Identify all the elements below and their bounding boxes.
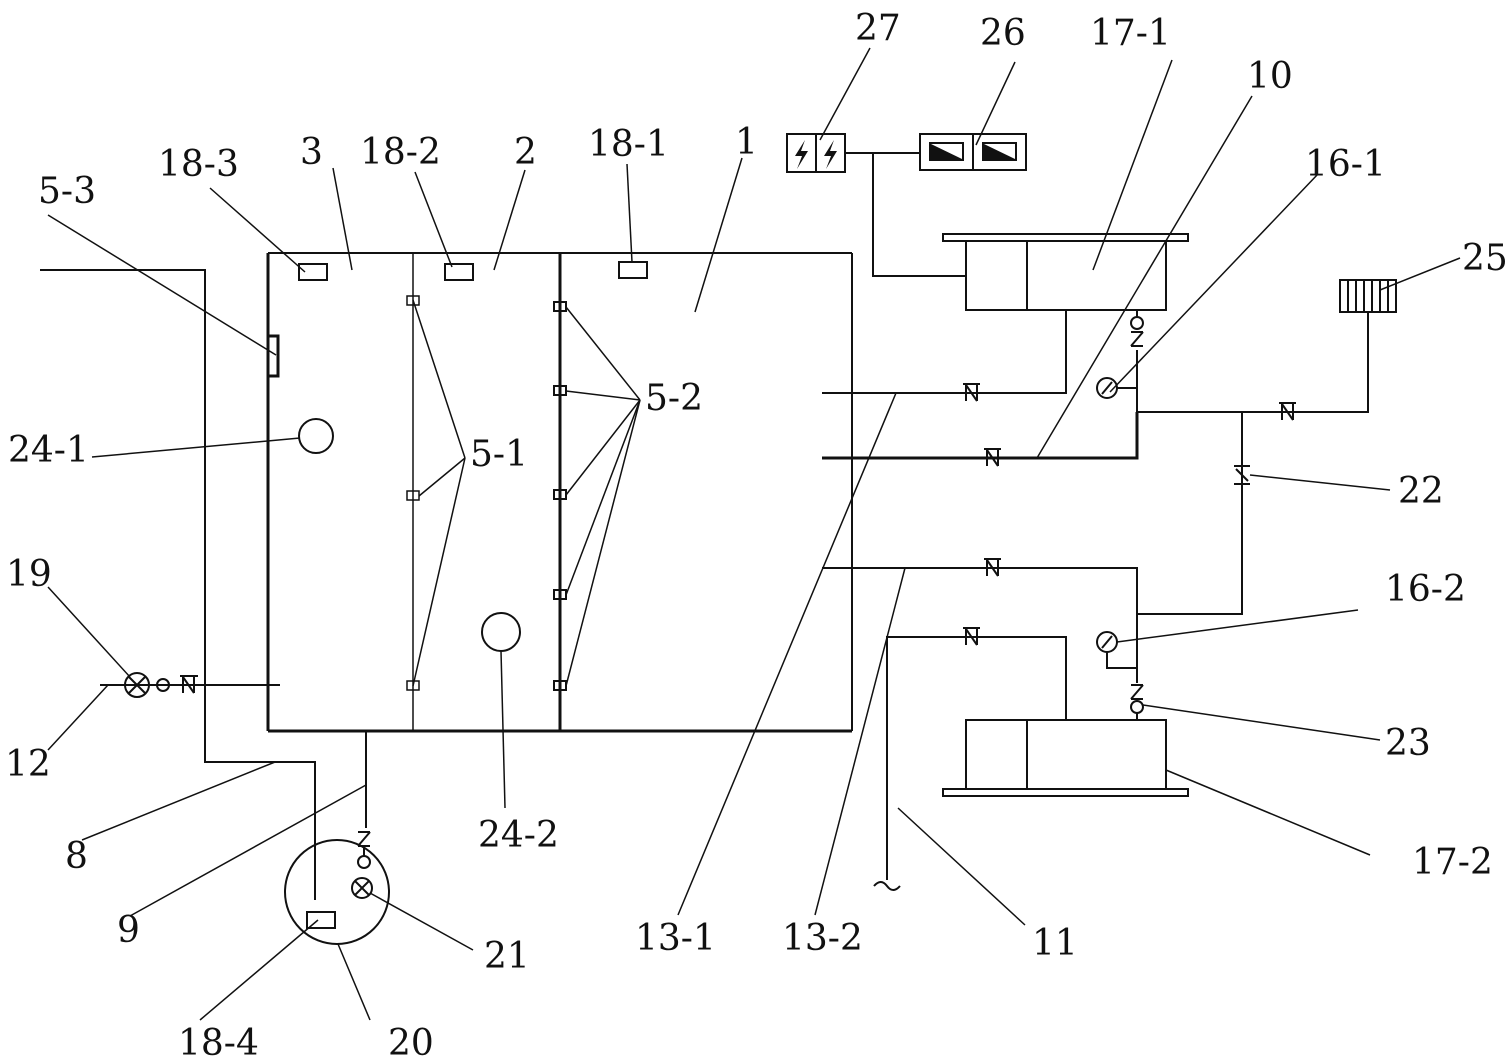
label-16-1: 16-1 — [1305, 144, 1386, 185]
pipe-22 — [1137, 412, 1243, 615]
label-11: 11 — [1032, 923, 1078, 964]
leader-lines — [47, 47, 1461, 1021]
label-18-2: 18-2 — [360, 132, 441, 173]
wire-to-17-1 — [872, 153, 966, 277]
radiator-25 — [1339, 279, 1397, 313]
valve-icon — [357, 831, 371, 847]
sensor-18-1 — [618, 261, 648, 279]
pipe-8 — [40, 269, 316, 900]
element-5-3 — [266, 334, 280, 378]
label-10: 10 — [1247, 56, 1293, 97]
label-17-2: 17-2 — [1412, 842, 1493, 883]
label-5-1: 5-1 — [470, 434, 528, 475]
valve-icon — [180, 675, 198, 694]
label-13-2: 13-2 — [782, 918, 863, 959]
valve-icon — [984, 558, 1001, 577]
valve-icon — [963, 383, 980, 402]
label-22: 22 — [1398, 471, 1444, 512]
valve-icon — [1234, 465, 1250, 485]
pipe-13-1-upper — [822, 310, 1067, 394]
pipe-13-2 — [822, 567, 1138, 668]
lamp-21-icon — [351, 877, 373, 899]
label-8: 8 — [65, 836, 88, 877]
pipe-25 — [1137, 312, 1369, 413]
valve-icon — [1130, 331, 1144, 347]
lamp-19-icon — [124, 672, 150, 698]
label-5-3: 5-3 — [38, 171, 96, 212]
label-12: 12 — [5, 744, 51, 785]
label-21: 21 — [484, 936, 530, 977]
indicator-26 — [919, 133, 1027, 171]
main-tank — [266, 252, 853, 733]
label-1: 1 — [735, 122, 758, 163]
valve-icon — [1279, 402, 1296, 421]
unit-17-2 — [942, 719, 1189, 797]
label-3: 3 — [300, 132, 323, 173]
label-20: 20 — [388, 1023, 434, 1063]
unit-17-1 — [942, 233, 1189, 311]
label-5-2: 5-2 — [645, 378, 703, 419]
label-9: 9 — [117, 910, 140, 951]
sensor-18-4 — [306, 911, 336, 929]
valve-icon — [1130, 684, 1144, 700]
valve-icon — [963, 627, 980, 646]
label-24-2: 24-2 — [478, 815, 559, 856]
lightning-bolt-icon — [824, 140, 837, 169]
label-2: 2 — [514, 132, 537, 173]
label-17-1: 17-1 — [1090, 13, 1171, 54]
triangle-panel-icon — [984, 144, 1015, 159]
pipe-11 — [886, 636, 1067, 880]
label-18-4: 18-4 — [178, 1023, 259, 1063]
pipe-10 — [822, 412, 1139, 460]
label-24-1: 24-1 — [8, 430, 89, 471]
label-25: 25 — [1462, 238, 1508, 279]
check-valve-icon — [156, 678, 170, 692]
labels: 27 26 17-1 10 16-1 25 18-1 1 2 18-2 3 18… — [5, 8, 1508, 1063]
label-27: 27 — [855, 8, 901, 49]
port-24-1 — [298, 418, 334, 454]
check-valve-icon — [1130, 316, 1144, 330]
label-23: 23 — [1385, 723, 1431, 764]
break-mark-icon — [873, 881, 901, 891]
power-switch-27 — [786, 133, 846, 173]
check-valve-23-icon — [1130, 700, 1144, 714]
sensor-18-2 — [444, 263, 474, 281]
sensor-18-3 — [298, 263, 328, 281]
label-16-2: 16-2 — [1385, 569, 1466, 610]
label-19: 19 — [6, 554, 52, 595]
triangle-panel-icon — [931, 144, 962, 159]
port-24-2 — [481, 612, 521, 652]
label-26: 26 — [980, 13, 1026, 54]
label-18-3: 18-3 — [158, 144, 239, 185]
valve-icon — [984, 448, 1001, 467]
check-valve-icon — [357, 855, 371, 869]
label-18-1: 18-1 — [588, 124, 669, 165]
label-13-1: 13-1 — [635, 918, 716, 959]
pipe-meter-16-2 — [1106, 652, 1138, 683]
tank-20 — [284, 839, 390, 945]
lightning-bolt-icon — [795, 140, 808, 169]
